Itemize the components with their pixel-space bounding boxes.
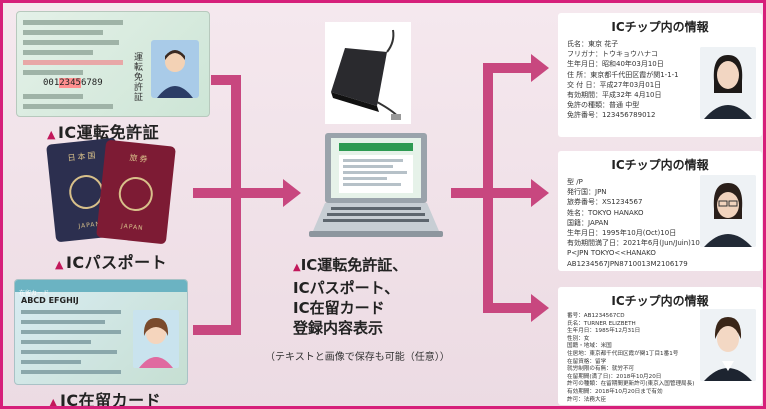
arrow-card2-stem [483,188,531,198]
drivers-license-image: 00123456789 運転免許証 [16,11,210,117]
arrow-card1-head [531,54,549,82]
arrow-card3-head [531,294,549,322]
face-photo-1 [700,47,756,119]
label-license: ▲IC運転免許証 [47,123,160,142]
card-fields: 型 /P 発行国：JPN 旅券番号：XS1234567 姓名：TOKYO HAN… [567,178,707,268]
ic-card-reader-image [325,22,411,124]
laptop-image [309,133,443,241]
arrow-card1-stem [483,63,531,73]
residence-card-image: 在留カード ABCD EFGHIJ [14,279,188,385]
center-caption: ▲IC運転免許証、 ICパスポート、 IC在留カード 登録内容表示 [293,256,408,337]
flow-arrows [193,54,549,335]
license-photo [151,40,199,98]
card-title: ICチップ内の情報 [611,158,709,172]
ic-info-card-license: ICチップ内の情報 氏名：東京 花子 フリガナ：トウキョウハナコ 生年月日：昭和… [558,13,762,137]
card-fields: 番号：AB1234567CD 氏名：TURNER ELIZBETH 生年月日：1… [567,313,695,403]
license-number: 00123456789 [43,78,103,88]
arrow-card3-stem [483,303,531,313]
face-photo-3 [700,309,756,381]
card-title: ICチップ内の情報 [611,20,709,34]
ic-info-card-residence: ICチップ内の情報 番号：AB1234567CD 氏名：TURNER ELIZB… [558,287,762,405]
license-title: 運転免許証 [132,52,142,102]
arrow-to-laptop-stem [239,188,283,198]
arrow-license-stem [211,75,239,85]
arrow-passport-stem [193,188,239,198]
card-fields: 氏名：東京 花子 フリガナ：トウキョウハナコ 生年月日：昭和40年03月10日 … [567,40,679,120]
center-note: （テキストと画像で保存も可能（任意）） [265,352,450,363]
arrow-to-laptop-head [283,179,301,207]
residence-photo [133,310,179,368]
card-title: ICチップ内の情報 [611,294,709,308]
label-passport: ▲ICパスポート [55,253,168,272]
arrow-residence-stem [193,325,239,335]
arrow-card2-head [531,179,549,207]
face-photo-2 [700,175,756,247]
arrow-left-trunk [231,75,241,335]
arrow-from-laptop-stem [451,188,489,198]
passport-red-image: 旅券 JAPAN [96,139,176,245]
ic-info-card-passport: ICチップ内の情報 型 /P 発行国：JPN 旅券番号：XS1234567 姓名… [558,151,762,271]
label-residence: ▲IC在留カード [49,391,162,409]
residence-name: ABCD EFGHIJ [21,296,79,305]
